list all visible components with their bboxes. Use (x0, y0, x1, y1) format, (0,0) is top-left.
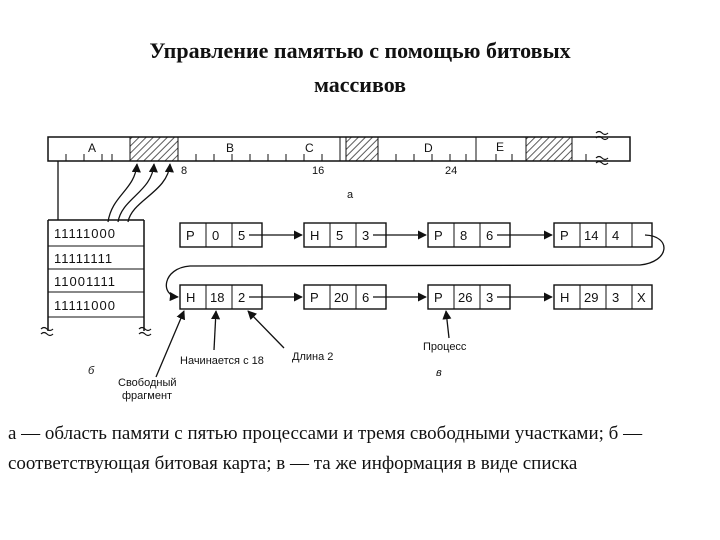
node-length: 3 (612, 290, 619, 305)
list-row-1: P 0 5 H 5 3 P 8 6 P 14 4 (179, 222, 653, 248)
bitmap-row-2: 11111111 (54, 251, 113, 266)
page-title: Управление памятью с помощью битовых мас… (0, 34, 720, 102)
list-pointers (165, 230, 665, 302)
list-node: H 18 2 (179, 284, 263, 310)
list-node: P 20 6 (303, 284, 387, 310)
list-node: P 0 5 (179, 222, 263, 248)
list-node: P 8 6 (427, 222, 511, 248)
annotation-arrows (155, 310, 452, 378)
node-length: 6 (486, 228, 493, 243)
node-start: 18 (210, 290, 224, 305)
annotation-labels: Свободный фрагмент Начинается с 18 Длина… (118, 341, 467, 402)
strip-break-mark (595, 130, 609, 166)
tick-number-8: 8 (181, 165, 187, 177)
bitmap-break-mark (40, 326, 152, 337)
bitmap: 11111000 11111111 11001111 11111000 б (40, 219, 152, 377)
node-start: 8 (460, 228, 467, 243)
memory-strip-outline (47, 136, 631, 162)
process-label-c: C (305, 141, 314, 155)
node-type: H (186, 290, 195, 305)
bitmap-to-strip-arrows (57, 161, 174, 223)
node-length: 3 (362, 228, 369, 243)
node-start: 26 (458, 290, 472, 305)
process-label-e: E (496, 140, 504, 154)
process-annotation-label: Процесс (423, 341, 467, 353)
memory-ticks (65, 137, 587, 161)
node-type: P (310, 290, 319, 305)
list-node: H 29 3 X (553, 284, 653, 310)
memory-strip: A B C D E 8 16 24 а (47, 130, 631, 201)
bitmap-row-3: 11001111 (54, 274, 116, 289)
node-type: H (560, 290, 569, 305)
bitmap-row-1: 11111000 (54, 226, 116, 241)
node-start: 14 (584, 228, 598, 243)
figure-caption: а — область памяти с пятью процессами и … (8, 423, 643, 474)
node-length: 3 (486, 290, 493, 305)
list-node: P 26 3 (427, 284, 511, 310)
node-type: P (186, 228, 195, 243)
node-start: 0 (212, 228, 219, 243)
process-label-b: B (226, 141, 234, 155)
process-label-a: A (88, 141, 96, 155)
hole-2 (346, 137, 378, 161)
list-node: H 5 3 (303, 222, 387, 248)
node-length: 5 (238, 228, 245, 243)
list-row-2: H 18 2 P 20 6 P 26 3 H 29 3 (179, 284, 653, 310)
title-line-2: массивов (313, 72, 407, 97)
node-start: 20 (334, 290, 348, 305)
length-label: Длина 2 (292, 351, 333, 363)
process-label-d: D (424, 141, 433, 155)
starts-at-label: Начинается с 18 (180, 355, 264, 367)
sublabel-a: а (347, 189, 354, 201)
node-length: 6 (362, 290, 369, 305)
title-line-1: Управление памятью с помощью битовых (149, 38, 571, 63)
node-start: 5 (336, 228, 343, 243)
node-type: P (434, 290, 443, 305)
tick-number-24: 24 (445, 165, 457, 177)
node-type: P (434, 228, 443, 243)
bitmap-row-4: 11111000 (54, 298, 116, 313)
tick-number-16: 16 (312, 165, 324, 177)
node-length: 2 (238, 290, 245, 305)
sublabel-v: в (436, 367, 442, 379)
hole-1 (130, 137, 178, 161)
hole-3 (526, 137, 572, 161)
node-length: 4 (612, 228, 619, 243)
node-type: H (310, 228, 319, 243)
free-fragment-label-line2: фрагмент (122, 390, 172, 402)
node-type: P (560, 228, 569, 243)
node-start: 29 (584, 290, 598, 305)
list-end-marker: X (637, 290, 646, 305)
list-node: P 14 4 (553, 222, 653, 248)
sublabel-b: б (88, 365, 95, 377)
free-fragment-label-line1: Свободный (118, 377, 177, 389)
